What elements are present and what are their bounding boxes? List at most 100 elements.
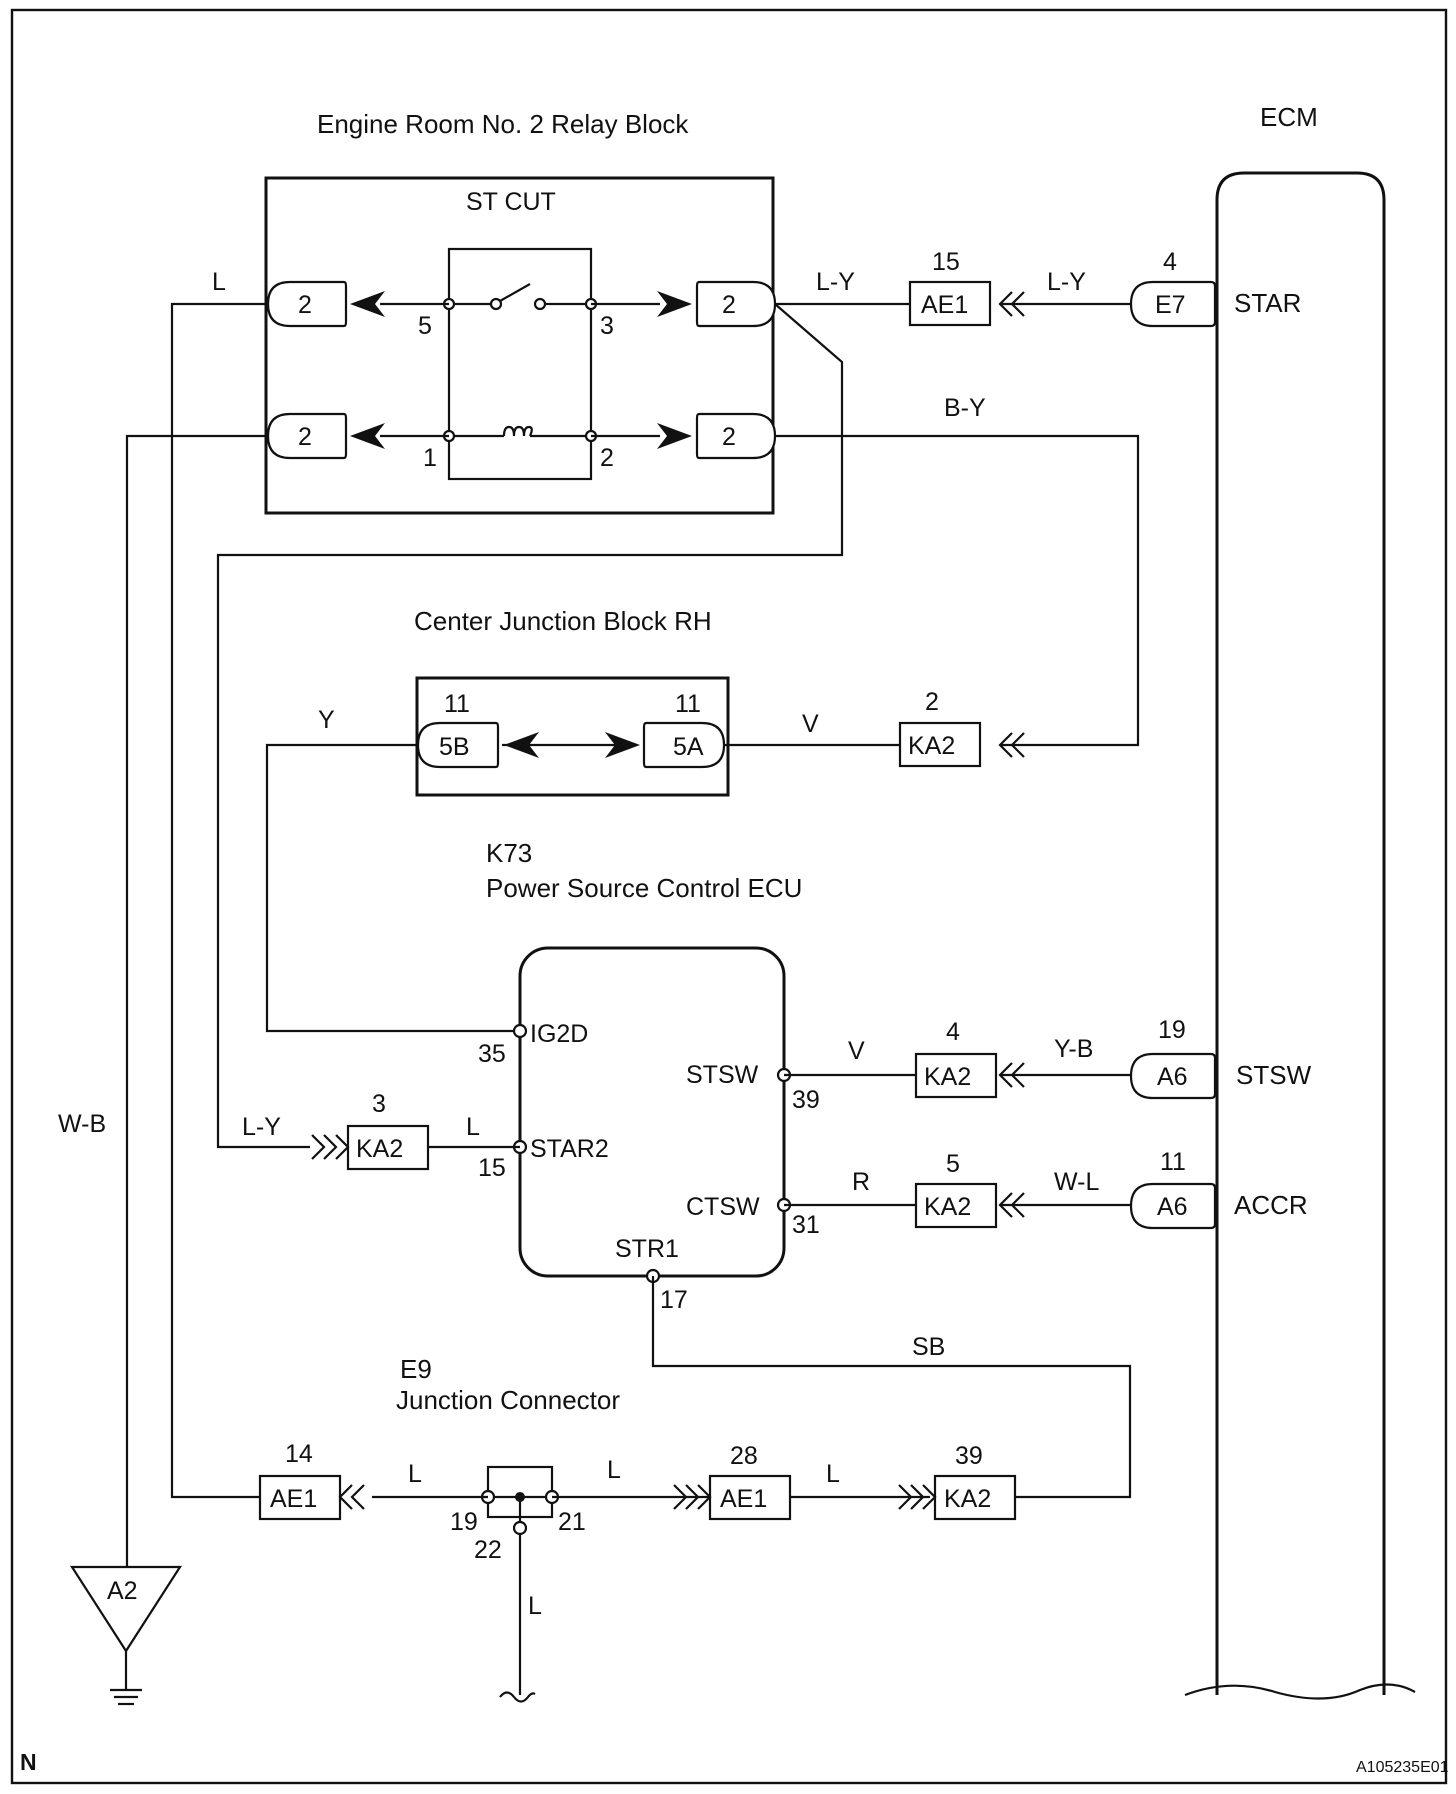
cjb-connector-5b xyxy=(416,721,500,769)
relay-connector-top-right xyxy=(695,280,777,328)
svg-text:L-Y: L-Y xyxy=(242,1113,281,1141)
wire-sb xyxy=(651,1276,1132,1499)
svg-text:KA2: KA2 xyxy=(924,1063,971,1091)
svg-text:L: L xyxy=(212,268,226,296)
corner-mark: N xyxy=(20,1749,37,1775)
svg-text:AE1: AE1 xyxy=(270,1485,317,1513)
svg-text:STAR: STAR xyxy=(1234,288,1301,318)
svg-text:L: L xyxy=(408,1460,422,1488)
wire-cut-icon xyxy=(499,1691,536,1703)
connector-ka2-2 xyxy=(898,721,982,768)
svg-text:KA2: KA2 xyxy=(356,1135,403,1163)
relay-connector-bottom-left xyxy=(266,412,348,460)
svg-text:5A: 5A xyxy=(673,733,704,761)
svg-text:15: 15 xyxy=(932,248,960,276)
svg-text:2: 2 xyxy=(298,423,312,451)
svg-text:E7: E7 xyxy=(1155,291,1186,319)
svg-text:5: 5 xyxy=(946,1150,960,1178)
svg-text:21: 21 xyxy=(558,1508,586,1536)
svg-text:L: L xyxy=(528,1592,542,1620)
wire-l-left xyxy=(170,302,268,1499)
svg-text:4: 4 xyxy=(946,1018,960,1046)
svg-text:14: 14 xyxy=(285,1440,313,1468)
ground-connector-a2 xyxy=(69,1565,183,1654)
ecm-title: ECM xyxy=(1260,102,1318,132)
svg-text:5B: 5B xyxy=(439,733,470,761)
svg-text:35: 35 xyxy=(478,1040,506,1068)
svg-text:A2: A2 xyxy=(107,1577,138,1605)
connector-ae1-28 xyxy=(708,1474,792,1521)
wire-ly-branch xyxy=(216,303,844,1149)
svg-text:39: 39 xyxy=(955,1442,983,1470)
svg-text:Y: Y xyxy=(318,706,335,734)
svg-text:28: 28 xyxy=(730,1442,758,1470)
relay-block-title: Engine Room No. 2 Relay Block xyxy=(317,109,689,139)
svg-text:W-L: W-L xyxy=(1054,1168,1099,1196)
svg-text:V: V xyxy=(802,710,819,738)
svg-text:15: 15 xyxy=(478,1154,506,1182)
svg-text:STSW: STSW xyxy=(686,1061,759,1089)
svg-text:2: 2 xyxy=(722,423,736,451)
svg-text:19: 19 xyxy=(450,1508,478,1536)
svg-text:L-Y: L-Y xyxy=(816,268,855,296)
k73-ecu-box xyxy=(518,946,786,1278)
svg-text:L: L xyxy=(466,1113,480,1141)
svg-text:19: 19 xyxy=(1158,1016,1186,1044)
svg-text:KA2: KA2 xyxy=(908,732,955,760)
e9-name: Junction Connector xyxy=(396,1385,620,1415)
ecm-cut-line xyxy=(1184,1683,1416,1700)
svg-text:AE1: AE1 xyxy=(720,1485,767,1513)
svg-text:39: 39 xyxy=(792,1086,820,1114)
svg-text:A6: A6 xyxy=(1157,1193,1188,1221)
connector-ae1-15 xyxy=(908,280,992,327)
svg-text:AE1: AE1 xyxy=(921,291,968,319)
wire-y xyxy=(265,743,520,1033)
relay-chevron-right-top xyxy=(657,291,692,317)
wire-by xyxy=(775,434,1140,747)
svg-text:1: 1 xyxy=(423,444,437,472)
double-chevron-icon xyxy=(311,291,1025,1510)
cjb-chevron-left xyxy=(504,732,539,758)
svg-text:31: 31 xyxy=(792,1211,820,1239)
svg-text:R: R xyxy=(852,1168,870,1196)
svg-text:SB: SB xyxy=(912,1333,945,1361)
relay-connector-top-left xyxy=(266,280,348,328)
svg-text:17: 17 xyxy=(660,1286,688,1314)
connector-ka2-4 xyxy=(914,1052,998,1099)
svg-text:STAR2: STAR2 xyxy=(530,1135,609,1163)
wire-wb xyxy=(125,434,268,1567)
st-cut-label: ST CUT xyxy=(466,188,556,216)
svg-text:IG2D: IG2D xyxy=(530,1020,588,1048)
connector-ka2-5 xyxy=(914,1182,998,1229)
svg-text:11: 11 xyxy=(675,690,701,718)
svg-text:V: V xyxy=(848,1037,865,1065)
k73-code: K73 xyxy=(486,838,532,868)
svg-text:L: L xyxy=(826,1460,840,1488)
figure-code: A105235E01 xyxy=(1356,1759,1449,1776)
connector-a6-11 xyxy=(1129,1182,1217,1230)
relay-chevron-left-top xyxy=(350,291,385,317)
cjb-title: Center Junction Block RH xyxy=(414,606,712,636)
svg-text:11: 11 xyxy=(444,690,470,718)
svg-text:L-Y: L-Y xyxy=(1047,268,1086,296)
svg-text:3: 3 xyxy=(600,312,614,340)
cjb-chevron-right xyxy=(605,732,640,758)
svg-text:L: L xyxy=(607,1456,621,1484)
svg-text:Y-B: Y-B xyxy=(1054,1035,1093,1063)
svg-text:5: 5 xyxy=(418,312,432,340)
relay-contact-icon xyxy=(499,283,531,302)
svg-text:2: 2 xyxy=(925,688,939,716)
ecm-body xyxy=(1215,171,1386,1695)
k73-name: Power Source Control ECU xyxy=(486,873,802,903)
svg-text:CTSW: CTSW xyxy=(686,1193,760,1221)
relay-chevron-right-bottom xyxy=(657,423,692,449)
connector-e7-4 xyxy=(1129,280,1217,328)
svg-text:W-B: W-B xyxy=(58,1110,106,1138)
e9-code: E9 xyxy=(400,1354,432,1384)
svg-text:KA2: KA2 xyxy=(944,1485,991,1513)
diagram-frame xyxy=(10,8,1448,1785)
svg-text:STSW: STSW xyxy=(1236,1060,1312,1090)
connector-ka2-39 xyxy=(933,1474,1017,1521)
svg-text:STR1: STR1 xyxy=(615,1235,679,1263)
